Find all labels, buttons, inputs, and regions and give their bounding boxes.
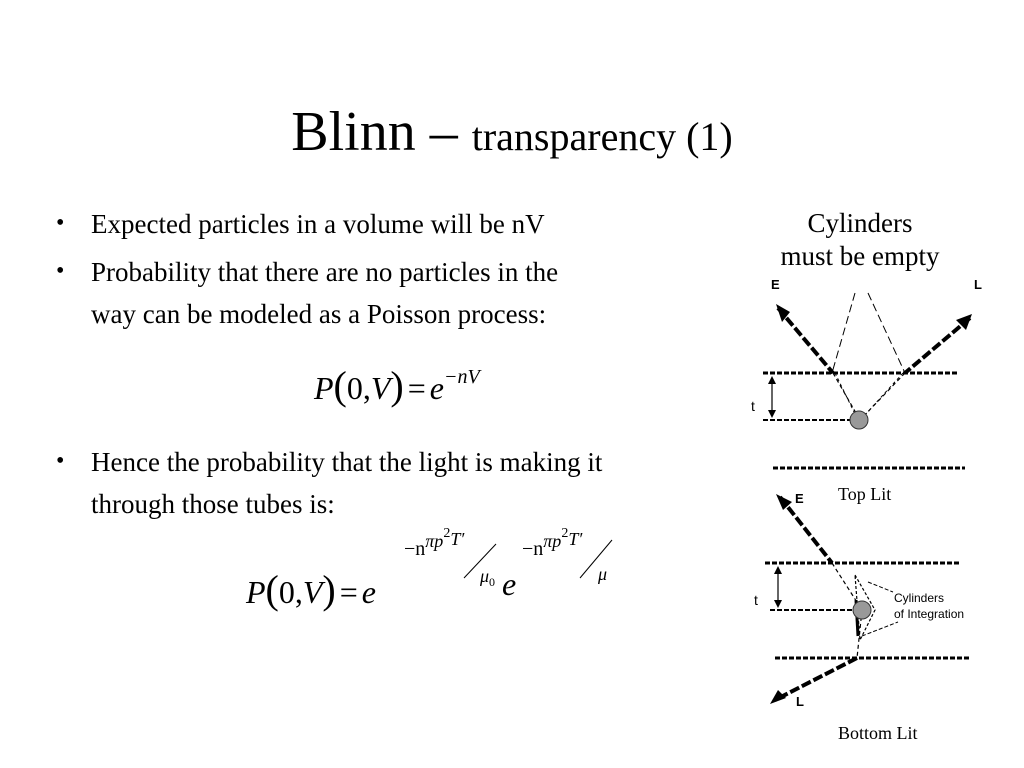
eq2-exp1-denominator: μ0: [480, 566, 496, 589]
eq1-P: P: [314, 370, 334, 406]
cylinders-integration-label: Cylinders of Integration: [894, 590, 964, 622]
bullet-2-line-1: Probability that there are no particles …: [91, 257, 559, 287]
bullet-3: Hence the probability that the light is …: [91, 441, 602, 525]
eq2-close-paren: ): [322, 567, 336, 612]
bullet-3-line-1: Hence the probability that the light is …: [91, 447, 603, 477]
eq2-exp2-square: 2: [561, 526, 569, 541]
eq2-P: P: [246, 574, 266, 610]
equation-1: P(0,V)=e−nV: [314, 362, 480, 409]
eq2-e2: e: [502, 566, 517, 602]
cylinders-empty-caption: Cylinders must be empty: [750, 207, 970, 273]
top-t-label: t: [751, 398, 755, 414]
eq1-V: V: [370, 370, 391, 406]
eq2-exp2-num: −n: [522, 538, 544, 560]
eq2-exp2-T: T′: [568, 529, 583, 549]
bottom-E-label: E: [795, 491, 804, 506]
eq2-exp1-square: 2: [443, 526, 451, 541]
eq2-equals: =: [339, 574, 358, 610]
equation-2: P(0,V)=e: [246, 566, 376, 613]
slide-title: Blinn – transparency (1): [0, 100, 1024, 164]
eq1-close-paren: ): [390, 363, 404, 408]
top-lit-diagram: [763, 292, 972, 470]
top-lit-label: Top Lit: [838, 484, 892, 504]
bottom-lit-diagram: [765, 494, 970, 704]
eq2-zero: 0,: [278, 574, 303, 610]
eq1-exponent: −nV: [444, 366, 480, 388]
eq1-open-paren: (: [333, 363, 347, 408]
bullet-3-line-2: through those tubes is:: [91, 489, 335, 519]
title-main: Blinn: [291, 101, 416, 163]
eq2-V: V: [302, 574, 323, 610]
bottom-t-label: t: [754, 592, 758, 608]
title-dash: –: [415, 101, 472, 163]
top-E-label: E: [771, 277, 780, 292]
bullet-marker: •: [56, 448, 65, 474]
bullet-marker: •: [56, 258, 65, 284]
eq2-exp1-mu-sub: 0: [489, 575, 496, 589]
cyl-label-line-1: Cylinders: [894, 591, 945, 605]
eq2-exp2-denominator: μ: [598, 564, 608, 584]
bullet-2: Probability that there are no particles …: [91, 251, 558, 335]
eq1-equals: =: [407, 370, 426, 406]
bullet-2-line-2: way can be modeled as a Poisson process:: [91, 299, 547, 329]
eq2-exp1-num: −n: [404, 538, 426, 560]
bullet-1: Expected particles in a volume will be n…: [91, 203, 545, 245]
cyl-label-line-2: of Integration: [894, 607, 965, 621]
bullet-marker: •: [56, 210, 65, 236]
eq2-exp2-pi: πp: [543, 531, 562, 551]
eq2-open-paren: (: [265, 567, 279, 612]
eq2-e1: e: [361, 574, 376, 610]
eq2-exp1-mu: μ: [480, 566, 490, 586]
eq1-e: e: [429, 370, 444, 406]
caption-line-1: Cylinders: [807, 208, 913, 238]
eq2-exp1-T: T′: [450, 529, 465, 549]
caption-line-2: must be empty: [780, 241, 940, 271]
bottom-L-label: L: [796, 694, 804, 709]
eq2-exponent-2: −nπp2T′: [522, 526, 582, 561]
bullet-1-line-1: Expected particles in a volume will be n…: [91, 209, 545, 239]
top-L-label: L: [974, 277, 982, 292]
title-sub: transparency (1): [471, 114, 733, 159]
eq2-exp1-pi: πp: [425, 531, 444, 551]
eq1-zero: 0,: [346, 370, 371, 406]
eq2-exponent-1: −nπp2T′: [404, 526, 464, 561]
bottom-lit-label: Bottom Lit: [838, 723, 918, 743]
